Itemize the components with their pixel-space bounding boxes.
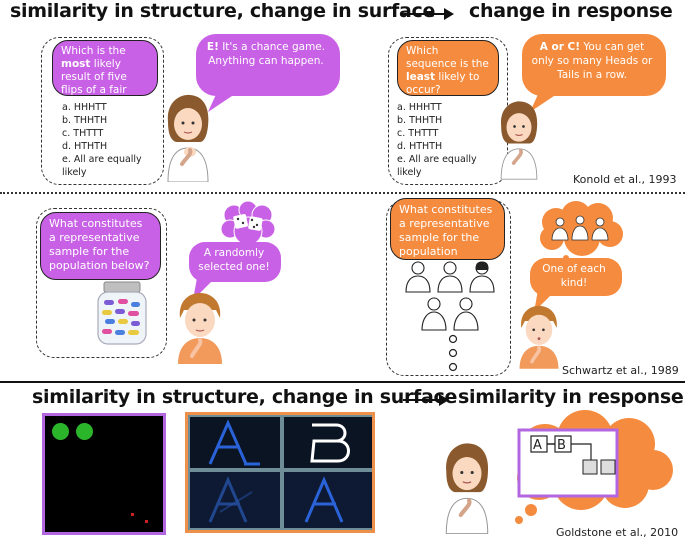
- question-bubble-least-likely: Which sequence is the least likely to oc…: [397, 40, 499, 96]
- tile-letter-b: [284, 417, 372, 468]
- green-dot-1: [52, 423, 69, 440]
- red-speck-2: [145, 520, 148, 523]
- answer-rest-1: It's a chance game. Anything can happen.: [208, 41, 326, 67]
- option-b: b. THHTH: [62, 115, 108, 126]
- heading-top-right: change in response: [469, 0, 673, 22]
- ellipsis-dots: [448, 334, 458, 372]
- speech-bubble-1-shape: [196, 34, 340, 112]
- svg-text:A: A: [533, 438, 542, 453]
- answer-rest-2: You can get only so many Heads or Tails …: [531, 41, 653, 81]
- answer-bubble-3: A randomly selected one!: [191, 242, 277, 280]
- green-dot-2: [76, 423, 93, 440]
- question-text-bold-2: least: [406, 71, 436, 83]
- tile-noisy-a-1: [190, 472, 280, 528]
- question-bubble-most-likely: Which is the most likely result of five …: [52, 40, 158, 109]
- svg-text:B: B: [557, 438, 566, 453]
- red-speck-1: [131, 513, 134, 516]
- citation-schwartz: Schwartz et al., 1989: [562, 364, 679, 377]
- citation-konold: Konold et al., 1993: [573, 173, 677, 186]
- option-c-2: c. THTTT: [397, 128, 439, 139]
- question-bubble-each-kind: What constitutes a representative sample…: [390, 198, 505, 272]
- solid-divider: [0, 381, 685, 383]
- options-list-2: a. HHHTT b. THHTH c. THTTT d. HTHTH e. A…: [397, 101, 497, 179]
- option-e: e. All are equally likely: [62, 154, 142, 178]
- green-dots-screen: [42, 413, 166, 535]
- people-thought-cloud-icon: [540, 201, 623, 261]
- thinking-boy-icon-2: [519, 305, 559, 369]
- answer-bubble-2: A or C! You can get only so many Heads o…: [522, 34, 662, 94]
- pill-jar-icon: [97, 281, 147, 345]
- tile-noisy-a-2: [284, 472, 372, 528]
- question-text-pre-2: Which sequence is the: [406, 45, 489, 70]
- answer-bubble-1: E! It's a chance game. Anything can happ…: [197, 34, 335, 94]
- arrow-top: [402, 8, 454, 20]
- question-text-pre: Which is the: [61, 45, 126, 57]
- option-d-2: d. HTHTH: [397, 141, 443, 152]
- answer-bold-1: E!: [206, 41, 219, 53]
- thinking-girl-icon: [167, 94, 209, 182]
- tile-letter-a: [190, 417, 280, 468]
- question-bubble-random-sample: What constitutes a representative sample…: [40, 212, 161, 280]
- answer-text-3: A randomly selected one!: [198, 247, 270, 273]
- option-b-2: b. THHTH: [397, 115, 443, 126]
- options-list-1: a. HHHTT b. THHTH c. THTTT d. HTHTH e. A…: [62, 101, 162, 179]
- letter-tiles-frame: [185, 412, 375, 533]
- dotted-divider: [0, 192, 685, 194]
- arrow-bottom: [403, 394, 449, 406]
- thinking-girl-icon-2: [500, 101, 538, 180]
- heading-bottom-left: similarity in structure, change in surfa…: [32, 386, 458, 408]
- citation-goldstone: Goldstone et al., 2010: [556, 526, 679, 539]
- option-a: a. HHHTT: [62, 102, 107, 113]
- question-text-post: likely result of five flips of a fair co…: [61, 58, 127, 109]
- option-d: d. HTHTH: [62, 141, 108, 152]
- answer-bold-2: A or C!: [539, 41, 581, 53]
- dice-icon: [220, 201, 276, 248]
- answer-text-4: One of each kind!: [542, 263, 606, 289]
- question-text-4: What constitutes a representative sample…: [399, 203, 493, 272]
- thinking-boy-icon: [178, 293, 222, 364]
- option-c: c. THTTT: [62, 128, 104, 139]
- option-a-2: a. HHHTT: [397, 102, 442, 113]
- thinking-girl-icon-3: [445, 443, 489, 534]
- speech-bubble-2-shape: [522, 34, 666, 112]
- option-e-2: e. All are equally likely: [397, 154, 477, 178]
- heading-top-left: similarity in structure, change in surfa…: [10, 0, 436, 22]
- people-icons: [405, 261, 495, 331]
- thought-cloud-icon: A B: [515, 410, 673, 524]
- question-text-post-2: likely to occur?: [406, 71, 480, 96]
- answer-bubble-4: One of each kind!: [534, 258, 614, 294]
- heading-bottom-right: similarity in response: [458, 386, 684, 408]
- question-text-3: What constitutes a representative sample…: [49, 217, 150, 272]
- question-text-bold: most: [61, 58, 91, 70]
